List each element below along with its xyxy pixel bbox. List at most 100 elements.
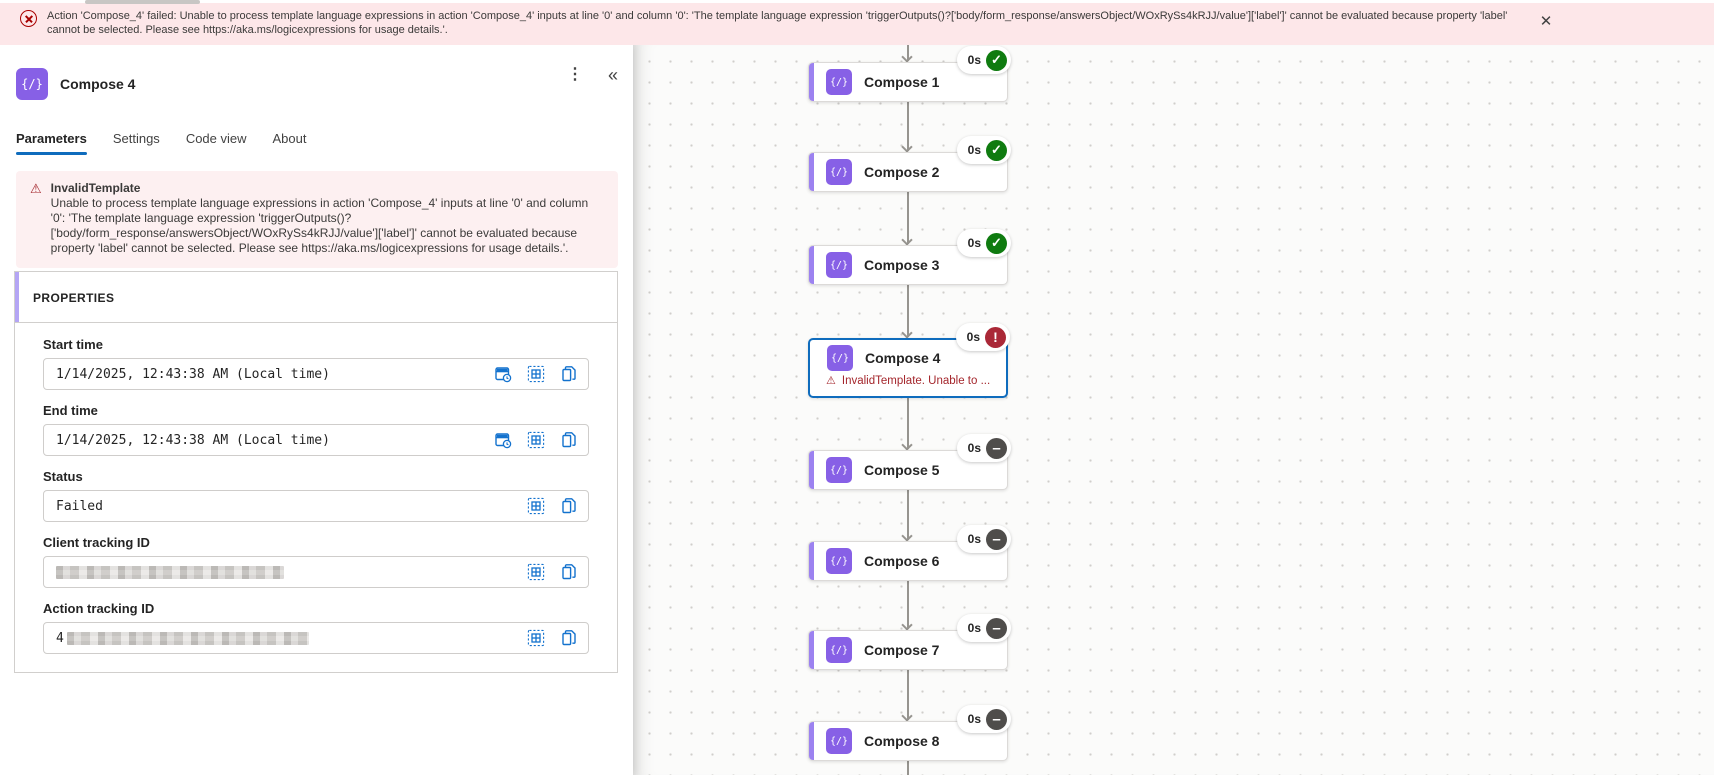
skipped-status-icon: – [986, 528, 1007, 550]
node-label: Compose 5 [864, 462, 940, 478]
client-tracking-id-value [56, 565, 527, 579]
copy-icon[interactable] [560, 563, 578, 581]
action-details-panel: {/} Compose 4 ⋮ « Parameters Settings Co… [0, 45, 633, 775]
visible-prefix: 4 [56, 630, 64, 646]
properties-header: PROPERTIES [15, 272, 617, 323]
duration-label: 0s [967, 236, 981, 250]
field-label: Client tracking ID [43, 535, 150, 550]
error-banner-message: Action 'Compose_4' failed: Unable to pro… [47, 10, 1508, 36]
more-options-icon[interactable]: ⋮ [563, 63, 587, 87]
end-time-input[interactable]: 1/14/2025, 12:43:38 AM (Local time) [43, 424, 589, 456]
flow-node-compose-7[interactable]: {/} Compose 7 0s – [808, 614, 1011, 670]
status-badge: 0s ✓ [956, 229, 1011, 257]
flow-node-compose-5[interactable]: {/} Compose 5 0s – [808, 434, 1011, 490]
start-time-input[interactable]: 1/14/2025, 12:43:38 AM (Local time) [43, 358, 589, 390]
action-tracking-id-input[interactable]: 4 [43, 622, 589, 654]
panel-title: Compose 4 [60, 76, 136, 92]
compose-action-icon: {/} [826, 69, 852, 95]
raw-view-icon[interactable] [527, 365, 545, 383]
accent-bar [809, 722, 814, 760]
panel-header: {/} Compose 4 ⋮ « [0, 45, 633, 109]
accent-bar [809, 153, 814, 191]
alert-message: Unable to process template language expr… [50, 196, 589, 255]
status-badge: 0s ✓ [956, 46, 1011, 74]
tab-code-view[interactable]: Code view [185, 131, 247, 146]
flow-node-compose-3[interactable]: {/} Compose 3 0s ✓ [808, 229, 1011, 285]
success-status-icon: ✓ [986, 49, 1007, 71]
flow-node-compose-8[interactable]: {/} Compose 8 0s – [808, 705, 1011, 761]
status-badge: 0s ! [955, 323, 1010, 351]
status-input[interactable]: Failed [43, 490, 589, 522]
accent-bar [809, 542, 814, 580]
connector-arrow [901, 285, 913, 339]
success-status-icon: ✓ [986, 139, 1007, 161]
duration-label: 0s [967, 532, 981, 546]
scrollbar-artifact [85, 0, 200, 4]
copy-icon[interactable] [560, 431, 578, 449]
node-label: Compose 4 [865, 350, 941, 366]
raw-view-icon[interactable] [527, 629, 545, 647]
field-label: Action tracking ID [43, 601, 155, 616]
flow-canvas[interactable]: {/} Compose 1 0s ✓ {/} Compose 2 0s ✓ {/… [633, 45, 1714, 775]
compose-action-icon: {/} [16, 68, 48, 100]
connector-arrow [901, 192, 913, 246]
status-badge: 0s – [956, 434, 1011, 462]
node-label: Compose 1 [864, 74, 940, 90]
field-label: Status [43, 469, 83, 484]
collapse-panel-icon[interactable]: « [601, 63, 625, 87]
connector-arrow [901, 490, 913, 542]
copy-icon[interactable] [560, 629, 578, 647]
field-action-tracking-id: Action tracking ID 4 [43, 601, 589, 654]
compose-action-icon: {/} [826, 159, 852, 185]
flow-node-compose-4[interactable]: {/} Compose 4 ⚠ InvalidTemplate. Unable … [808, 323, 1010, 398]
alert-body: InvalidTemplate Unable to process templa… [51, 181, 604, 256]
redacted-value [66, 631, 309, 645]
redacted-value [56, 565, 284, 579]
skipped-status-icon: – [986, 708, 1007, 730]
connector-arrow [901, 398, 913, 451]
duration-label: 0s [966, 330, 980, 344]
status-badge: 0s – [956, 614, 1011, 642]
copy-icon[interactable] [560, 497, 578, 515]
node-error-text: ⚠ InvalidTemplate. Unable to ... [810, 374, 1006, 388]
copy-icon[interactable] [560, 365, 578, 383]
tab-about[interactable]: About [272, 131, 307, 146]
raw-view-icon[interactable] [527, 563, 545, 581]
compose-action-icon: {/} [826, 252, 852, 278]
warning-icon: ⚠ [30, 181, 42, 196]
node-label: Compose 7 [864, 642, 940, 658]
properties-fields: Start time 1/14/2025, 12:43:38 AM (Local… [15, 323, 617, 672]
flow-node-compose-1[interactable]: {/} Compose 1 0s ✓ [808, 46, 1011, 102]
skipped-status-icon: – [986, 437, 1007, 459]
accent-bar [809, 451, 814, 489]
accent-bar [809, 631, 814, 669]
datetime-picker-icon[interactable] [494, 431, 512, 449]
error-circle-icon [20, 10, 37, 27]
flow-node-compose-2[interactable]: {/} Compose 2 0s ✓ [808, 136, 1011, 192]
field-label: End time [43, 403, 98, 418]
raw-view-icon[interactable] [527, 431, 545, 449]
node-label: Compose 2 [864, 164, 940, 180]
duration-label: 0s [967, 441, 981, 455]
close-icon[interactable]: ✕ [1536, 12, 1556, 32]
node-label: Compose 6 [864, 553, 940, 569]
connector-arrow [901, 670, 913, 722]
tab-settings[interactable]: Settings [112, 131, 160, 146]
raw-view-icon[interactable] [527, 497, 545, 515]
node-error-label: InvalidTemplate. Unable to ... [841, 374, 991, 387]
accent-bar [809, 246, 814, 284]
datetime-picker-icon[interactable] [494, 365, 512, 383]
status-badge: 0s ✓ [956, 136, 1011, 164]
flow-node-compose-6[interactable]: {/} Compose 6 0s – [808, 525, 1011, 581]
duration-label: 0s [967, 143, 981, 157]
node-label: Compose 8 [864, 733, 940, 749]
node-label: Compose 3 [864, 257, 940, 273]
connector-arrow [901, 45, 913, 63]
duration-label: 0s [967, 712, 981, 726]
start-time-value: 1/14/2025, 12:43:38 AM (Local time) [56, 366, 330, 382]
connector-line [907, 761, 909, 775]
field-start-time: Start time 1/14/2025, 12:43:38 AM (Local… [43, 337, 589, 390]
client-tracking-id-input[interactable] [43, 556, 589, 588]
tab-parameters[interactable]: Parameters [16, 131, 87, 155]
duration-label: 0s [967, 621, 981, 635]
